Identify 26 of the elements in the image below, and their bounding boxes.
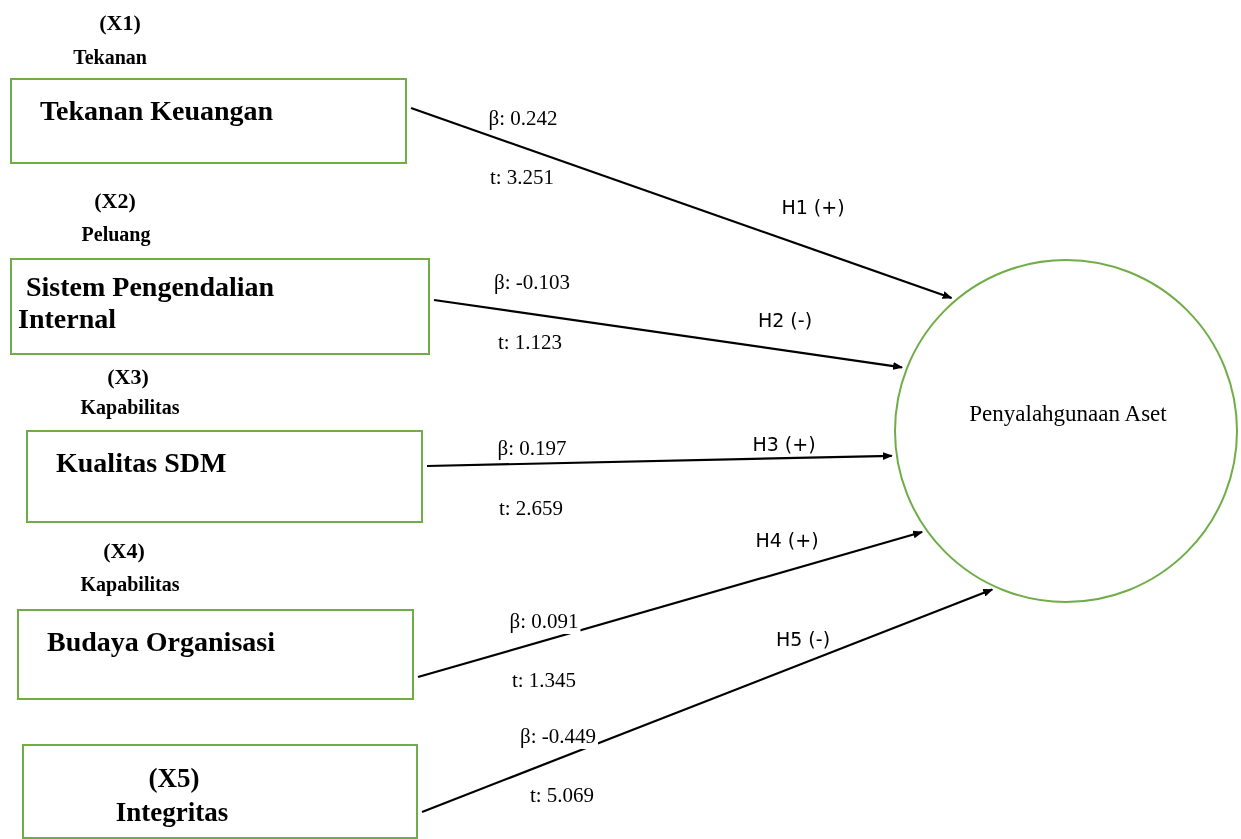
arrow bbox=[426, 452, 893, 468]
variable-code: (X4) bbox=[103, 538, 145, 564]
variable-box bbox=[10, 258, 430, 355]
construct-label: Kapabilitas bbox=[80, 573, 180, 596]
variable-name: Tekanan Keuangan bbox=[40, 95, 275, 127]
arrow bbox=[433, 298, 904, 370]
arrow bbox=[421, 588, 994, 814]
variable-name: Kualitas SDM bbox=[56, 447, 228, 479]
variable-code: (X2) bbox=[94, 188, 136, 214]
construct-circle bbox=[894, 259, 1238, 603]
variable-code: (X5) bbox=[148, 762, 200, 794]
construct-label: Kapabilitas bbox=[80, 396, 180, 419]
variable-code: (X1) bbox=[99, 10, 141, 36]
arrow bbox=[417, 530, 924, 679]
variable-name: Integritas bbox=[115, 796, 229, 828]
construct-label: Tekanan bbox=[73, 46, 147, 69]
variable-box bbox=[10, 78, 407, 164]
variable-code: (X3) bbox=[107, 364, 149, 390]
arrow bbox=[410, 106, 953, 300]
construct-name: Penyalahgunaan Aset bbox=[968, 400, 1168, 428]
variable-box bbox=[17, 609, 414, 700]
variable-box bbox=[26, 430, 423, 523]
construct-label: Peluang bbox=[81, 223, 151, 246]
variable-name: Budaya Organisasi bbox=[47, 626, 276, 658]
variable-box bbox=[22, 744, 418, 839]
variable-name: Sistem Pengendalian Internal bbox=[18, 271, 276, 335]
